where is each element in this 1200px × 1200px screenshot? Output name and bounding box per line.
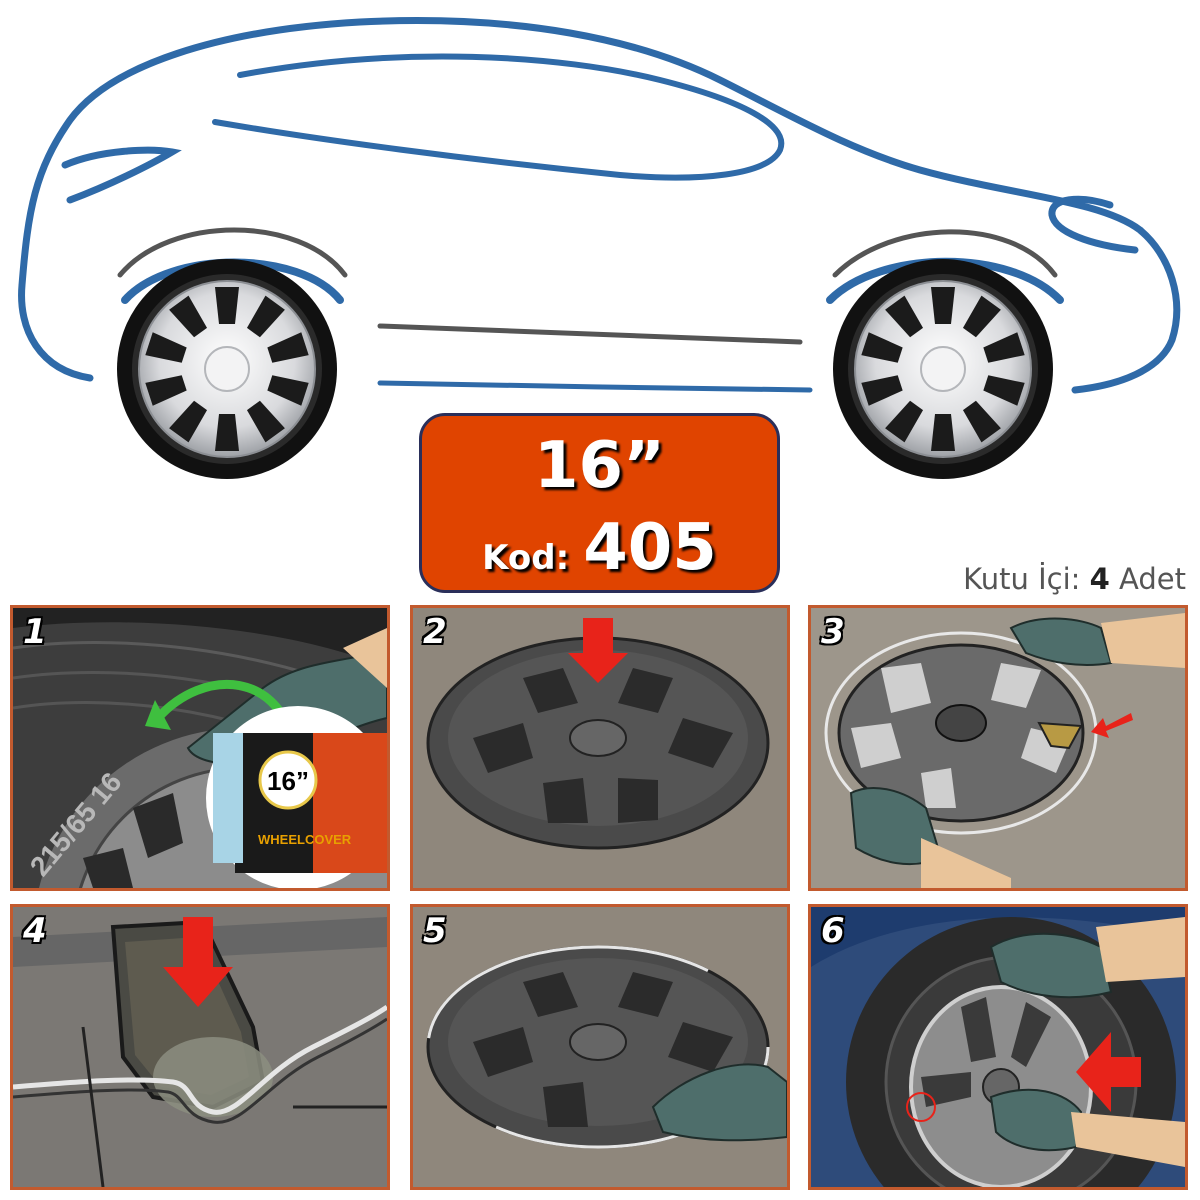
step-number: 2 (423, 612, 447, 652)
box-contents-unit: Adet (1119, 562, 1186, 596)
red-arrow-icon (1091, 713, 1133, 738)
step-number: 4 (23, 911, 47, 951)
valve-highlight (906, 1092, 936, 1122)
step-panel-4: 4 (10, 904, 390, 1190)
step-1-illustration: 215/65 16 16” WHEELCOVER (13, 608, 387, 888)
step-6-illustration (811, 907, 1185, 1187)
step-5-illustration (413, 907, 787, 1187)
step-4-illustration (13, 907, 387, 1187)
step-3-illustration (811, 608, 1185, 888)
box-contents-count: 4 (1089, 562, 1110, 596)
code-label: Kod: (482, 538, 570, 578)
step-number: 6 (821, 911, 845, 951)
box-contents-label: Kutu İçi: (963, 562, 1081, 596)
rear-wheel (832, 258, 1054, 480)
zoom-brand-text: WHEELCOVER (258, 832, 352, 847)
step-number: 1 (23, 612, 47, 652)
down-arrow-icon (163, 917, 233, 1007)
wire-ring (426, 945, 770, 1149)
zoom-size-text: 16” (267, 766, 309, 796)
step-panel-1: 215/65 16 16” WHEELCOVER 1 (10, 605, 390, 891)
step-panel-6: 6 (808, 904, 1188, 1190)
step-2-illustration (413, 608, 787, 888)
step-number: 5 (423, 911, 447, 951)
front-wheel (116, 258, 338, 480)
car-illustration (18, 17, 1181, 480)
red-arrow-icon (1076, 1032, 1141, 1112)
wheel-size: 16” (533, 429, 666, 503)
code-value: 405 (583, 511, 717, 585)
glove-hand-top (989, 932, 1113, 999)
glove-hand (651, 1063, 787, 1142)
step-number: 3 (821, 612, 845, 652)
product-badge: 16” Kod:405 (419, 413, 780, 593)
step-panel-5: 5 (410, 904, 790, 1190)
step-panel-3: 3 (808, 605, 1188, 891)
down-arrow-icon (568, 618, 628, 683)
step-panel-2: 2 (410, 605, 790, 891)
box-contents: Kutu İçi: 4 Adet (963, 562, 1186, 596)
product-code: Kod:405 (422, 516, 777, 580)
